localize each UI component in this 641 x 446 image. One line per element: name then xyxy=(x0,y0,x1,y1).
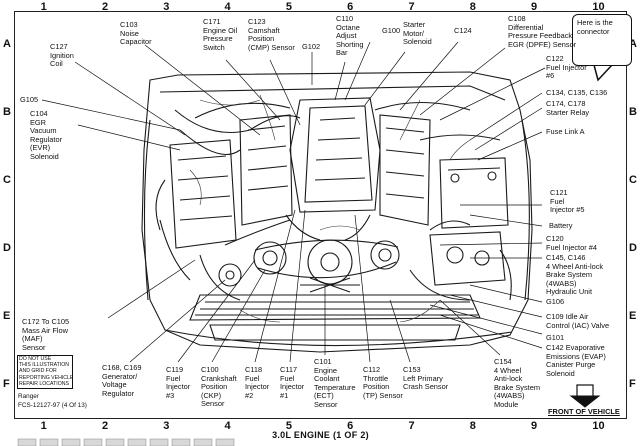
grid-column-5-top: 5 xyxy=(285,1,292,13)
grid-row-C-left: C xyxy=(3,174,11,186)
label-c118: C118 Fuel Injector #2 xyxy=(245,365,270,400)
grid-row-B-left: B xyxy=(3,106,11,118)
grid-column-3-top: 3 xyxy=(163,1,170,13)
label-g106: G106 xyxy=(546,297,565,306)
grid-row-E-left: E xyxy=(3,310,11,322)
grid-column-3-bot: 3 xyxy=(163,420,170,432)
front-of-vehicle-label: FRONT OF VEHICLE xyxy=(548,407,620,416)
grid-row-E-right: E xyxy=(629,310,637,322)
grid-row-F-right: F xyxy=(629,378,636,390)
label-starter-motor: Starter Motor/ Solenoid xyxy=(403,20,432,47)
grid-column-10-top: 10 xyxy=(592,1,605,13)
grid-column-2-top: 2 xyxy=(101,1,109,13)
label-c104: C104 EGR Vacuum Regulator (EVR) Solenoid xyxy=(30,109,63,161)
label-c172: C172 To C105 Mass Air Flow (MAF) Sensor xyxy=(22,317,70,352)
label-c110: C110 Octane Adjust Shorting Bar xyxy=(336,14,364,58)
connector-callout-box xyxy=(572,14,632,66)
label-c153: C153 Left Primary Crash Sensor xyxy=(403,365,449,392)
label-c168-c169: C168, C169 Generator/ Voltage Regulator xyxy=(102,363,142,398)
label-g100: G100 xyxy=(382,26,401,35)
label-c101: C101 Engine Coolant Temperature (ECT) Se… xyxy=(314,357,356,409)
notice-text: DO NOT USE THIS ILLUSTRATION AND GRID FO… xyxy=(19,356,74,387)
grid-column-9-top: 9 xyxy=(531,1,538,13)
grid-column-8-bot: 8 xyxy=(469,420,476,432)
figure-code: FCS-12127-97 (4 Of 13) xyxy=(18,402,87,409)
model-name: Ranger xyxy=(18,393,39,400)
front-arrow-icon xyxy=(569,384,601,408)
label-c142: C142 Evaporative Emissions (EVAP) Canist… xyxy=(546,343,606,378)
grid-column-4-top: 4 xyxy=(224,1,231,13)
label-c103: C103 Noise Capacitor xyxy=(120,20,152,47)
grid-column-9-bot: 9 xyxy=(531,420,538,432)
grid-row-D-left: D xyxy=(3,242,11,254)
bottom-icon-strip xyxy=(17,438,235,446)
page-title: 3.0L ENGINE (1 OF 2) xyxy=(272,430,369,440)
label-fuse-link-a: Fuse Link A xyxy=(546,127,585,136)
label-g102: G102 xyxy=(302,42,321,51)
grid-column-6-bot: 6 xyxy=(347,420,354,432)
label-c117: C117 Fuel Injector #1 xyxy=(280,365,305,400)
grid-column-4-bot: 4 xyxy=(224,420,231,432)
grid-column-2-bot: 2 xyxy=(101,420,109,432)
label-c121: C121 Fuel Injector #5 xyxy=(550,188,585,215)
label-c134-c135-c136: C134, C135, C136 xyxy=(546,88,608,97)
grid-column-7-top: 7 xyxy=(408,1,415,13)
label-c124: C124 xyxy=(454,26,472,35)
grid-row-A-left: A xyxy=(3,38,11,50)
grid-column-8-top: 8 xyxy=(469,1,476,13)
label-g101: G101 xyxy=(546,333,565,342)
label-c108: C108 Differential Pressure Feedback EGR … xyxy=(508,14,577,49)
label-c100: C100 Crankshaft Position (CKP) Sensor xyxy=(201,365,237,409)
label-c145-c146: C145, C146 4 Wheel Anti-lock Brake Syste… xyxy=(546,253,604,297)
label-c119: C119 Fuel Injector #3 xyxy=(166,365,191,400)
label-c120: C120 Fuel Injector #4 xyxy=(546,234,597,252)
label-c127: C127 Ignition Coil xyxy=(50,42,74,69)
grid-row-B-right: B xyxy=(629,106,637,118)
grid-row-A-right: A xyxy=(629,38,637,50)
label-c112: C112 Throttle Position (TP) Sensor xyxy=(363,365,403,400)
grid-column-10-bot: 10 xyxy=(592,420,605,432)
label-c174-c178: C174, C178 Starter Relay xyxy=(546,99,590,117)
label-c122: C122 Fuel Injector #6 xyxy=(546,54,587,81)
notice-box xyxy=(17,355,73,389)
grid-column-7-bot: 7 xyxy=(408,420,415,432)
label-battery: Battery xyxy=(549,221,573,230)
label-c123: C123 Camshaft Position (CMP) Sensor xyxy=(248,17,295,52)
grid-column-5-bot: 5 xyxy=(285,420,292,432)
label-g105: G105 xyxy=(20,95,39,104)
grid-row-C-right: C xyxy=(629,174,637,186)
label-c171: C171 Engine Oil Pressure Switch xyxy=(203,17,238,52)
diagram-frame xyxy=(14,11,627,419)
connector-callout-text: Here is the connector xyxy=(577,18,613,36)
grid-column-1-top: 1 xyxy=(40,1,47,13)
grid-column-6-top: 6 xyxy=(347,1,354,13)
label-c154: C154 4 Wheel Anti-lock Brake System (4WA… xyxy=(494,357,541,409)
grid-row-F-left: F xyxy=(3,378,10,390)
grid-row-D-right: D xyxy=(629,242,637,254)
grid-column-1-bot: 1 xyxy=(40,420,47,432)
label-c109: C109 Idle Air Control (IAC) Valve xyxy=(546,312,610,330)
